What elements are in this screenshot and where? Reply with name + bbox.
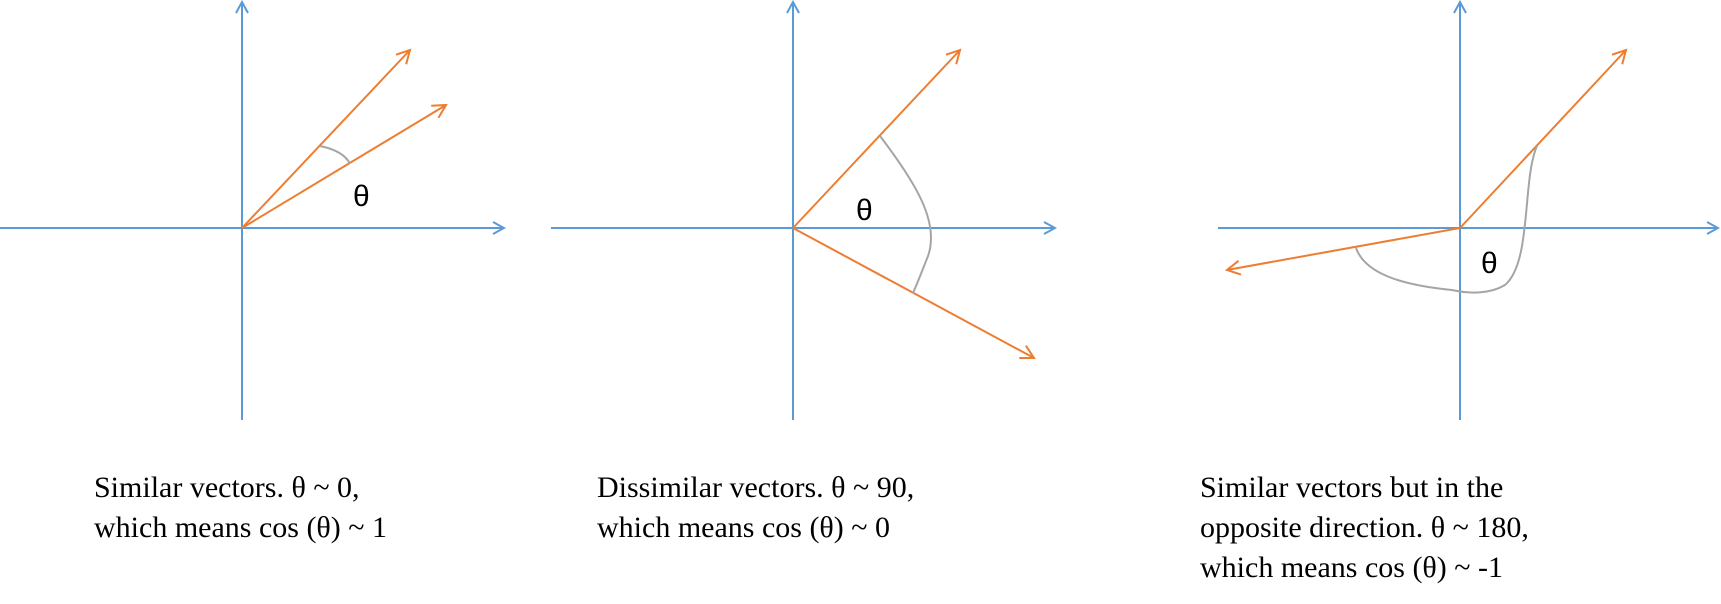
- vector-b: [1227, 227, 1461, 270]
- panel-similar: θ: [0, 2, 504, 420]
- caption-line: which means cos (θ) ~ -1: [1200, 551, 1504, 584]
- caption-similar: Similar vectors. θ ~ 0, which means cos …: [94, 468, 387, 548]
- caption-line: which means cos (θ) ~ 1: [94, 511, 388, 544]
- caption-line: Similar vectors but in the: [1200, 471, 1504, 504]
- angle-arc: [879, 135, 933, 294]
- caption-opposite: Similar vectors but in the opposite dire…: [1200, 468, 1529, 588]
- theta-label: θ: [856, 194, 873, 227]
- vector-a: [1459, 50, 1626, 229]
- vector-a: [792, 50, 960, 229]
- caption-line: Dissimilar vectors. θ ~ 90,: [597, 471, 915, 504]
- panel-dissimilar: θ: [551, 2, 1055, 420]
- panel-opposite: θ: [1218, 2, 1718, 420]
- axes: [0, 2, 504, 420]
- theta-label: θ: [1481, 247, 1498, 280]
- theta-label: θ: [353, 180, 370, 213]
- caption-line: Similar vectors. θ ~ 0,: [94, 471, 360, 504]
- caption-line: opposite direction. θ ~ 180,: [1200, 511, 1529, 544]
- vector-a: [241, 50, 410, 229]
- caption-line: which means cos (θ) ~ 0: [597, 511, 891, 544]
- vector-b: [241, 105, 446, 229]
- axes: [1218, 2, 1718, 420]
- angle-arc: [1355, 145, 1538, 294]
- angle-arc: [319, 145, 351, 165]
- axes: [551, 2, 1055, 420]
- caption-dissimilar: Dissimilar vectors. θ ~ 90, which means …: [597, 468, 914, 548]
